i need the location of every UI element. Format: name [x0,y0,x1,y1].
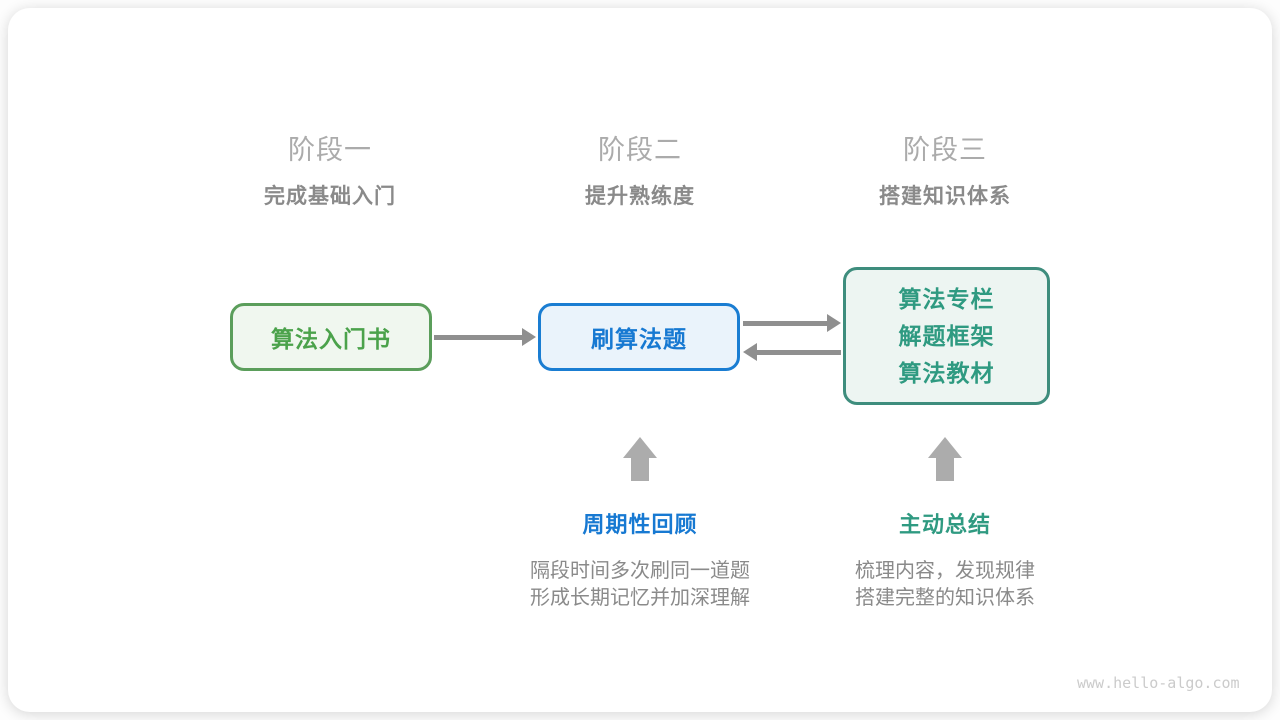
intro-book-label: 算法入门书 [271,326,391,352]
stage-1-title: 阶段一 [288,135,372,165]
stage-2-subtitle: 提升熟练度 [585,185,695,208]
knowledge-box: 算法专栏 解题框架 算法教材 [843,267,1050,405]
arrow-head [743,343,757,361]
arrow-shaft [756,350,841,355]
review-desc-line-2: 形成长期记忆并加深理解 [530,587,750,609]
review-annotation-desc: 隔段时间多次刷同一道题 形成长期记忆并加深理解 [480,558,800,612]
review-desc-line-1: 隔段时间多次刷同一道题 [530,560,750,582]
practice-box: 刷算法题 [538,303,740,371]
arrow-up-icon [623,437,657,481]
stage-2-title: 阶段二 [598,135,682,165]
knowledge-line-3: 算法教材 [898,359,995,386]
intro-book-box: 算法入门书 [230,303,432,371]
arrow-head [827,314,841,332]
practice-label: 刷算法题 [591,326,687,352]
arrow-head [623,437,657,458]
stage-1-subtitle: 完成基础入门 [264,185,396,208]
knowledge-line-1: 算法专栏 [898,285,995,312]
arrow-right-icon [434,328,536,346]
arrow-head [522,328,536,346]
arrow-head [928,437,962,458]
arrow-shaft [743,321,828,326]
stage-3-title: 阶段三 [903,135,987,165]
knowledge-line-2: 解题框架 [898,322,995,349]
arrow-stem [631,457,649,481]
watermark: www.hello-algo.com [1077,674,1240,692]
arrow-shaft [434,335,523,340]
arrow-right-icon [743,314,841,332]
arrow-up-icon [928,437,962,481]
summarize-desc-line-2: 搭建完整的知识体系 [855,587,1035,609]
arrow-stem [936,457,954,481]
summarize-annotation-title: 主动总结 [898,512,991,537]
arrow-left-icon [743,343,841,361]
summarize-desc-line-1: 梳理内容，发现规律 [855,560,1035,582]
review-annotation-title: 周期性回顾 [582,512,698,537]
summarize-annotation-desc: 梳理内容，发现规律 搭建完整的知识体系 [785,558,1105,612]
stage-3-subtitle: 搭建知识体系 [879,185,1011,208]
